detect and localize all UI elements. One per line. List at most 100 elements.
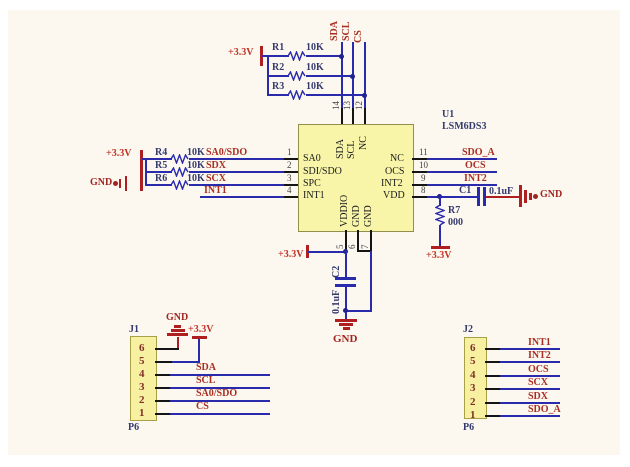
wire-power xyxy=(486,196,519,198)
ic-pin-number-2: 2 xyxy=(287,160,292,170)
net-label-cs-top: CS xyxy=(353,30,364,43)
value-r4: 10K xyxy=(187,147,205,158)
resistor-icon xyxy=(288,71,306,81)
wire xyxy=(439,196,441,206)
gnd-symbol-bar-icon xyxy=(167,333,188,336)
wire xyxy=(345,251,347,278)
power-bar-icon xyxy=(431,246,450,249)
ic-pin-number-13: 13 xyxy=(342,101,352,110)
wire xyxy=(189,171,284,173)
resistor-icon xyxy=(435,205,445,225)
resistor-icon xyxy=(288,90,306,100)
gnd-symbol-bar-icon xyxy=(529,193,532,200)
j2-net-label-sdx: SDX xyxy=(528,391,549,402)
ic-pin-name-sa0: SA0 xyxy=(303,153,321,164)
wire xyxy=(500,388,560,390)
j1-pin-number-6: 6 xyxy=(139,342,145,354)
j1-part: P6 xyxy=(128,422,140,433)
j1-pin-number-2: 2 xyxy=(139,394,145,406)
power-bar-icon xyxy=(260,46,263,66)
value-c2: 0.1uF xyxy=(331,289,342,314)
ic-pin-stub xyxy=(341,108,343,125)
ic-pin-stub xyxy=(284,196,298,198)
ic-pin-stub xyxy=(357,230,359,252)
capacitor-plate-icon xyxy=(477,187,480,206)
wire xyxy=(308,251,346,253)
power-label-bottom: +3.3V xyxy=(278,249,304,260)
j2-net-label-scx: SCX xyxy=(528,377,549,388)
connector-pin-stub xyxy=(485,348,500,350)
wire xyxy=(189,158,284,160)
ic-pin-stub xyxy=(412,196,427,198)
j2-part: P6 xyxy=(463,422,475,433)
gnd-symbol-bar-icon xyxy=(335,319,357,322)
ic-part-number: LSM6DS3 xyxy=(442,121,487,132)
ic-pin-number-14: 14 xyxy=(331,101,341,110)
ic-pin-name-spc: SPC xyxy=(303,178,321,189)
wire xyxy=(439,225,441,246)
net-label-int1-left: INT1 xyxy=(204,185,227,196)
wire xyxy=(500,361,560,363)
connector-pin-stub xyxy=(155,348,179,350)
wire xyxy=(427,158,497,160)
ic-pin-name-nc-right: NC xyxy=(390,153,404,164)
wire xyxy=(345,310,372,312)
connector-pin-stub xyxy=(485,415,500,417)
value-r2: 10K xyxy=(306,62,324,73)
designator-r5: R5 xyxy=(155,160,168,171)
j2-net-label-int2: INT2 xyxy=(528,350,551,361)
wire xyxy=(500,348,560,350)
value-r3: 10K xyxy=(306,81,324,92)
connector-pin-stub xyxy=(485,375,500,377)
wire-power xyxy=(177,337,179,348)
j1-pin-number-3: 3 xyxy=(139,381,145,393)
ic-pin-stub xyxy=(284,158,298,160)
gnd-symbol-bar-icon xyxy=(343,327,350,330)
resistor-icon xyxy=(171,154,189,164)
ic-body xyxy=(298,124,414,232)
value-r7: 000 xyxy=(448,217,463,228)
j1-body xyxy=(130,336,157,421)
j2-pin-number-4: 4 xyxy=(470,369,476,381)
value-r6: 10K xyxy=(187,173,205,184)
gnd-symbol-dot-icon xyxy=(113,181,118,186)
value-r1: 10K xyxy=(306,42,324,53)
j1-net-label-sda: SDA xyxy=(196,362,217,373)
ic-pin-name-nc-top: NC xyxy=(358,136,369,150)
wire xyxy=(500,375,560,377)
connector-pin-stub xyxy=(155,374,170,376)
net-label-scl-top: SCL xyxy=(341,21,352,41)
ic-pin-stub xyxy=(284,184,298,186)
power-bar-icon xyxy=(192,336,207,339)
ic-pin-number-12: 12 xyxy=(354,101,364,110)
resistor-icon xyxy=(171,180,189,190)
designator-r3: R3 xyxy=(272,81,285,92)
designator-r4: R4 xyxy=(155,147,168,158)
wire xyxy=(267,75,289,77)
gnd-symbol-bar-icon xyxy=(524,190,527,203)
wire xyxy=(145,171,172,173)
power-bar-icon xyxy=(140,150,143,191)
j1-power-label: +3.3V xyxy=(188,324,214,335)
power-label-left: +3.3V xyxy=(106,148,132,159)
j2-pin-number-3: 3 xyxy=(470,382,476,394)
ic-designator: U1 xyxy=(442,109,455,120)
ic-pin-number-3: 3 xyxy=(287,173,292,183)
ic-pin-number-7: 7 xyxy=(360,244,370,250)
ic-pin-name-sda: SDA xyxy=(335,138,346,159)
ic-pin-name-scl: SCL xyxy=(346,140,357,159)
ic-pin-stub xyxy=(370,230,372,252)
j2-pin-number-1: 1 xyxy=(470,409,476,421)
wire xyxy=(500,415,560,417)
wire xyxy=(172,361,200,363)
connector-pin-stub xyxy=(485,388,500,390)
ic-pin-name-gnd2: GND xyxy=(363,205,374,227)
ic-pin-name-int1: INT1 xyxy=(303,190,325,201)
wire xyxy=(341,42,343,108)
j2-pin-number-5: 5 xyxy=(470,355,476,367)
connector-pin-stub xyxy=(485,361,500,363)
capacitor-plate-icon xyxy=(335,277,356,280)
connector-pin-stub xyxy=(155,400,170,402)
wire xyxy=(345,286,347,312)
j2-net-label-sdo-a: SDO_A xyxy=(528,404,561,415)
